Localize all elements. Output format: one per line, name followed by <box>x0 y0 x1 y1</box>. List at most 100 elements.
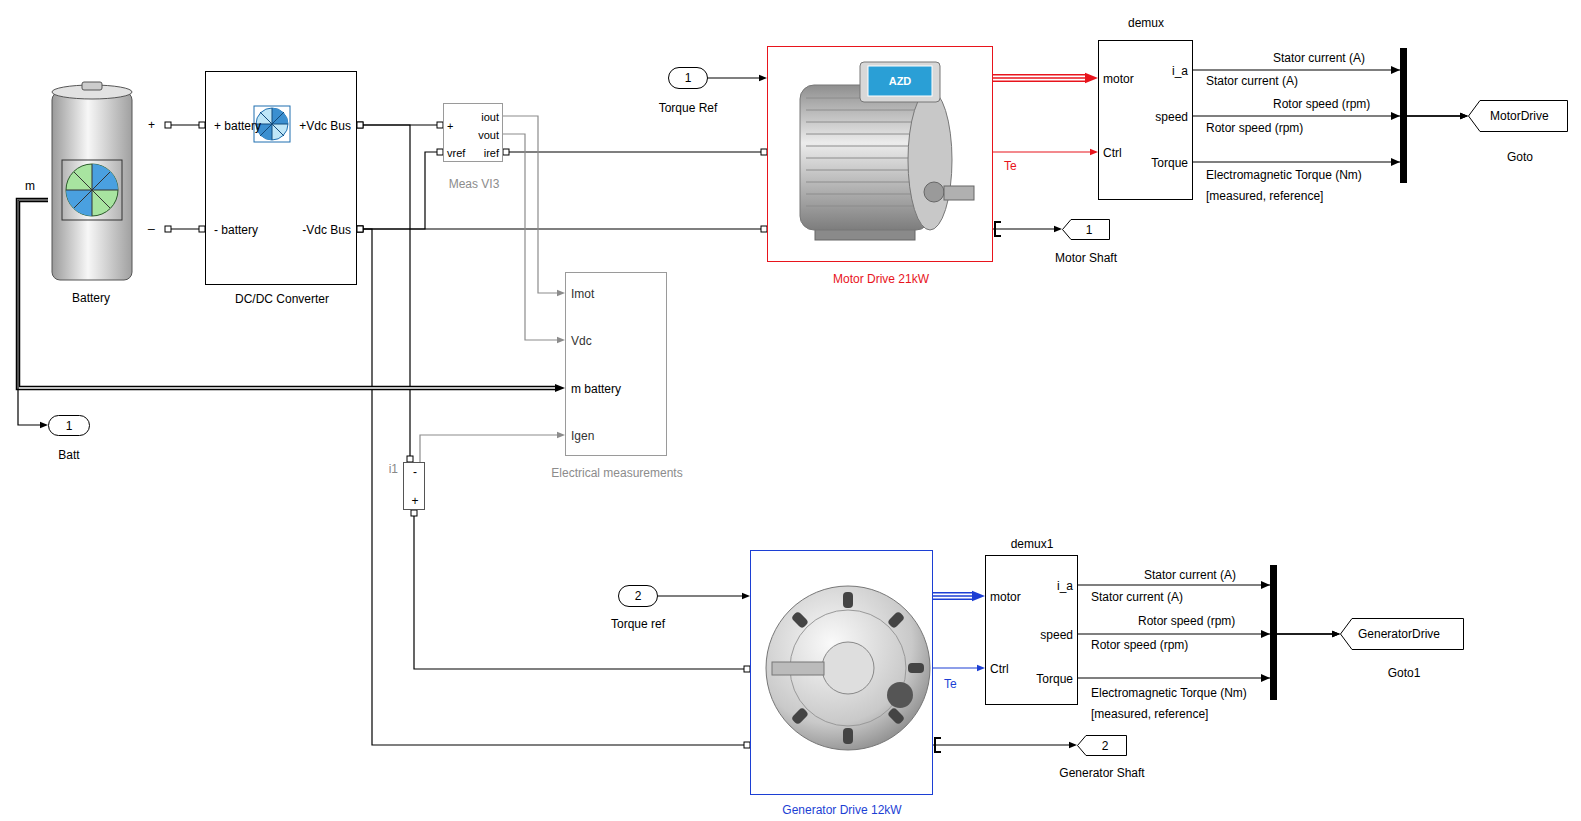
port-label: motor <box>1103 72 1134 86</box>
connector-group <box>993 78 1085 79</box>
generator-picture <box>772 662 824 675</box>
block-name: demux1 <box>1011 537 1054 551</box>
bus-line <box>993 74 1085 82</box>
port-label: i_a <box>1057 579 1073 593</box>
goto-block: MotorDriveGoto <box>1468 100 1568 132</box>
block-name: Batt <box>58 448 79 462</box>
port-label: Igen <box>571 429 594 443</box>
port-label: Imot <box>571 287 594 301</box>
bus-line <box>18 200 555 388</box>
motor-picture <box>860 62 940 102</box>
port-label: i_a <box>1172 64 1188 78</box>
port-label: + <box>411 494 418 508</box>
battery-icon <box>82 82 102 90</box>
bus-stripe <box>18 200 555 388</box>
port-shape <box>49 416 90 436</box>
block-name: Generator Drive 12kW <box>782 803 901 817</box>
signal-label: Te <box>943 677 958 691</box>
block-name: i1 <box>389 462 398 476</box>
port-label: - battery <box>214 223 258 237</box>
battery-icon <box>52 92 132 280</box>
connector-group <box>420 435 557 462</box>
signal-label: Rotor speed (rpm) <box>1205 121 1304 135</box>
signal-line <box>357 229 750 745</box>
generator-picture <box>772 592 924 744</box>
port-label: Vdc <box>571 334 592 348</box>
port-label: speed <box>1040 628 1073 642</box>
connector-group <box>503 116 557 293</box>
port-label: Torque <box>1151 156 1188 170</box>
mux-bar <box>1261 48 1407 700</box>
outport-block: 1Motor Shaft <box>1062 219 1110 240</box>
block-name: Electrical measurements <box>551 466 682 480</box>
motor-picture <box>800 62 974 240</box>
battery-icon <box>52 82 132 280</box>
port-label: -Vdc Bus <box>302 223 351 237</box>
goto-tag: MotorDrive <box>1490 109 1549 123</box>
signal-line <box>1078 634 1332 678</box>
signal-line <box>503 116 557 293</box>
signal-line <box>420 435 557 462</box>
bus-stripe <box>933 594 972 599</box>
connector-group <box>18 200 48 425</box>
nameplate-text: AZD <box>888 74 913 88</box>
block-name: Goto <box>1507 150 1533 164</box>
outport-block: 2Generator Shaft <box>1077 735 1127 756</box>
port-square <box>503 149 509 155</box>
signal-label: Stator current (A) <box>1090 590 1184 604</box>
signal-label: Te <box>1003 159 1018 173</box>
signal-line <box>357 228 767 229</box>
port-square <box>165 226 171 232</box>
connector-group <box>165 122 205 128</box>
signal-line <box>1078 585 1332 634</box>
bus-stripe <box>993 77 1085 79</box>
signal-label: Stator current (A) <box>1143 568 1237 582</box>
port-label: Ctrl <box>990 662 1009 676</box>
connector-group <box>1193 116 1460 162</box>
bus-stripe <box>933 595 972 597</box>
connector-group <box>1078 585 1332 634</box>
port-shape <box>619 586 658 607</box>
generator-picture <box>822 642 874 694</box>
port-label: + <box>447 119 453 133</box>
generator-picture <box>843 592 853 608</box>
port-number: 1 <box>1086 223 1093 237</box>
connector-group <box>708 78 759 79</box>
signal-line <box>708 77 759 78</box>
signal-line <box>357 125 410 462</box>
port-label: vout <box>478 128 499 142</box>
demux-block: demux1motorCtrli_aspeedTorque <box>985 555 1078 705</box>
port-square <box>357 226 363 232</box>
inport-block: 1Torque Ref <box>668 67 708 89</box>
block-name: demux <box>1128 16 1164 30</box>
dc-dc-converter-block: + battery+Vdc Bus- battery-Vdc BusDC/DC … <box>205 71 357 285</box>
generator-picture <box>791 611 809 629</box>
connector-group <box>357 226 767 232</box>
port-number: 1 <box>685 71 692 85</box>
signal-line <box>933 744 1069 745</box>
connector-group <box>933 745 1069 746</box>
measurement-block: +ioutvoutvref irefMeas VI3 <box>443 103 503 162</box>
signal-line <box>993 228 1054 229</box>
motor-picture <box>924 182 944 202</box>
connector-group <box>933 668 977 669</box>
goto-block: GeneratorDriveGoto1 <box>1340 618 1464 650</box>
motor-picture <box>868 66 932 96</box>
port-square <box>165 122 171 128</box>
port-number: 1 <box>66 419 73 433</box>
port-label: Ctrl <box>1103 146 1122 160</box>
port-label: iout <box>481 110 499 124</box>
connector-group <box>411 510 750 672</box>
connector-group <box>993 152 1090 153</box>
port-label: _ <box>148 216 155 230</box>
block-name: Motor Shaft <box>1055 251 1117 265</box>
generator-drive-block: Generator Drive 12kW <box>750 550 933 795</box>
signal-label: Stator current (A) <box>1272 51 1366 65</box>
connector-group <box>357 122 413 462</box>
generator-picture <box>791 707 809 725</box>
port-number: 2 <box>1102 739 1109 753</box>
signal-line <box>658 595 742 596</box>
port-label: m battery <box>571 382 621 396</box>
signal-line <box>993 151 1090 152</box>
